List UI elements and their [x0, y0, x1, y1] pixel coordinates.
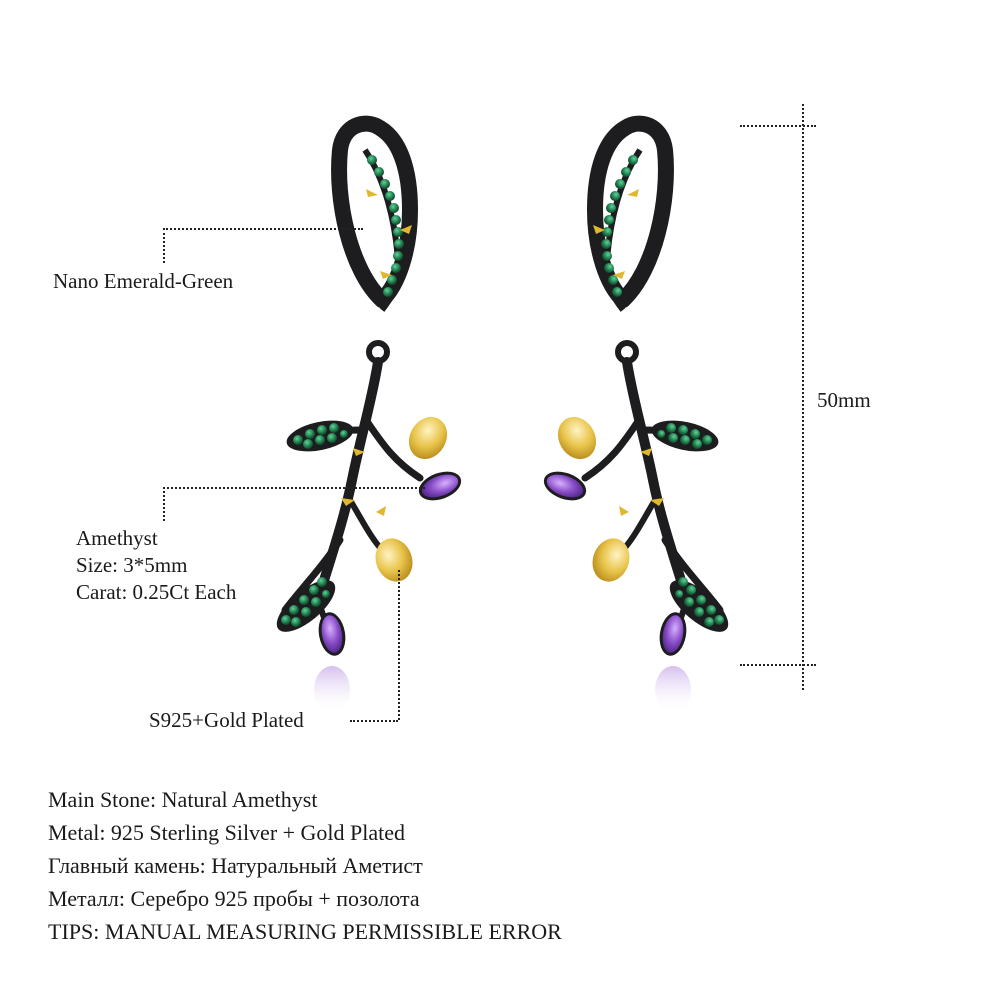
- spec-tips: TIPS: MANUAL MEASURING PERMISSIBLE ERROR: [48, 919, 562, 944]
- plating-label: S925+Gold Plated: [149, 708, 304, 732]
- spec-main-stone-ru: Главный камень: Натуральный Аметист: [48, 853, 423, 878]
- spec-metal-ru: Металл: Серебро 925 пробы + позолота: [48, 886, 420, 911]
- dimension-line: [802, 104, 804, 690]
- length-label: 50mm: [817, 388, 871, 412]
- emerald-leader-v: [163, 228, 165, 263]
- emerald-leader-h: [163, 228, 363, 230]
- dimension-bottom-tick: [740, 664, 816, 666]
- emerald-pave-left-hoop: [367, 155, 404, 297]
- amethyst-size-label: Size: 3*5mm: [76, 553, 188, 577]
- amethyst-title-label: Amethyst: [76, 526, 158, 550]
- right-earring: [543, 115, 729, 714]
- plating-leader-h: [350, 720, 398, 722]
- amethyst-carat-label: Carat: 0.25Ct Each: [76, 580, 237, 604]
- plating-leader-v: [398, 570, 400, 720]
- spec-main-stone: Main Stone: Natural Amethyst: [48, 787, 318, 812]
- spec-metal: Metal: 925 Sterling Silver + Gold Plated: [48, 820, 406, 845]
- amethyst-leader-v: [163, 487, 165, 521]
- dimension-top-tick: [740, 125, 816, 127]
- emerald-label: Nano Emerald-Green: [53, 269, 234, 293]
- left-earring: [276, 115, 462, 714]
- amethyst-leader-h: [163, 487, 425, 489]
